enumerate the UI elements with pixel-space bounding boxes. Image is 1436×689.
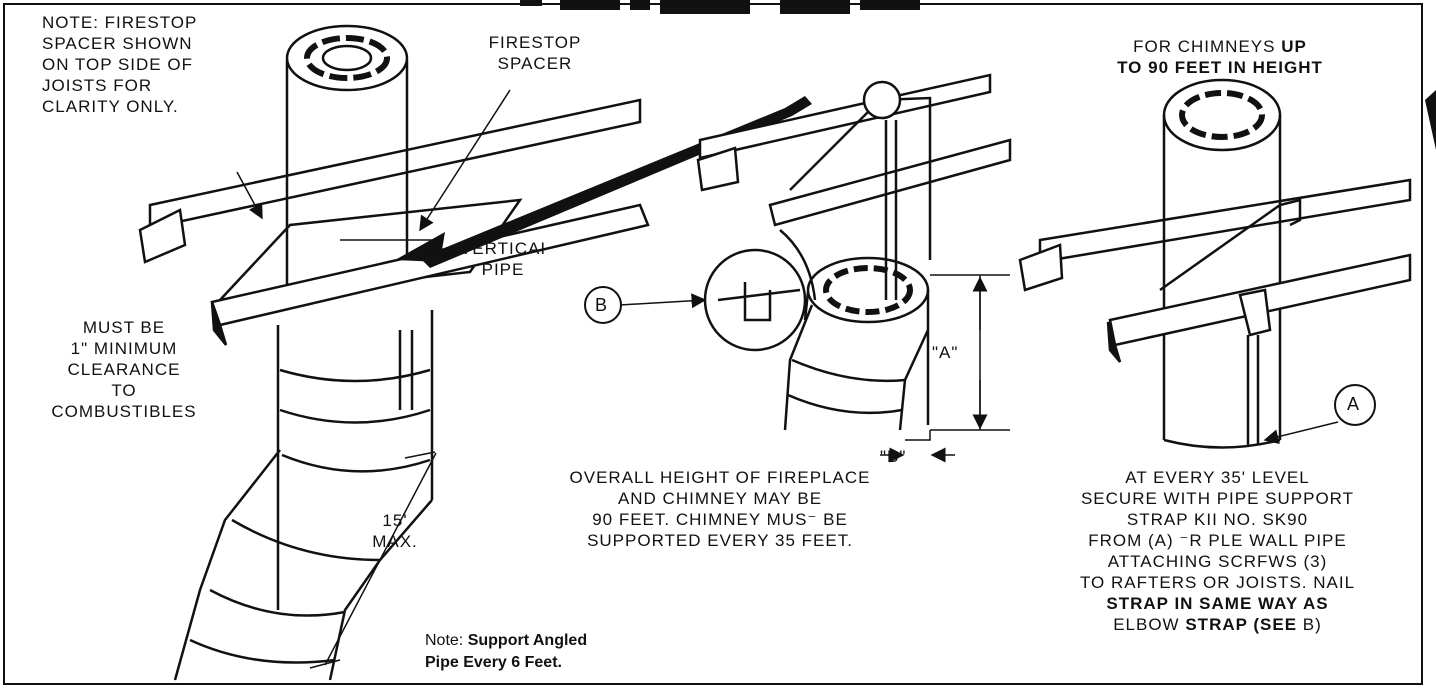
support-strap-caption: AT EVERY 35' LEVEL SECURE WITH PIPE SUPP… (1079, 468, 1356, 634)
panel2-dimension-arrows (619, 276, 988, 463)
dimension-b-label: "B" (880, 447, 907, 466)
callout-a-label: A (1347, 394, 1360, 414)
panel3-leader (1263, 421, 1339, 445)
callout-b-circle (584, 286, 622, 324)
edge-mark (1425, 90, 1436, 150)
title-remnant (520, 0, 920, 14)
callout-b-label: B (595, 295, 608, 315)
panel1-drawing (138, 24, 650, 681)
support-angled-note: Note: Support Angled Pipe Every 6 Feet. (425, 632, 588, 671)
panel1-leaders (236, 89, 511, 241)
panel3-drawing (1018, 78, 1412, 449)
callout-a-circle (1334, 384, 1376, 426)
max-label: 15'MAX. (372, 511, 418, 551)
chimney-height-heading: FOR CHIMNEYS UP TO 90 FEET IN HEIGHT (1117, 37, 1323, 77)
dimension-a-label: "A" (932, 343, 959, 362)
panel2-drawing (696, 73, 1012, 441)
